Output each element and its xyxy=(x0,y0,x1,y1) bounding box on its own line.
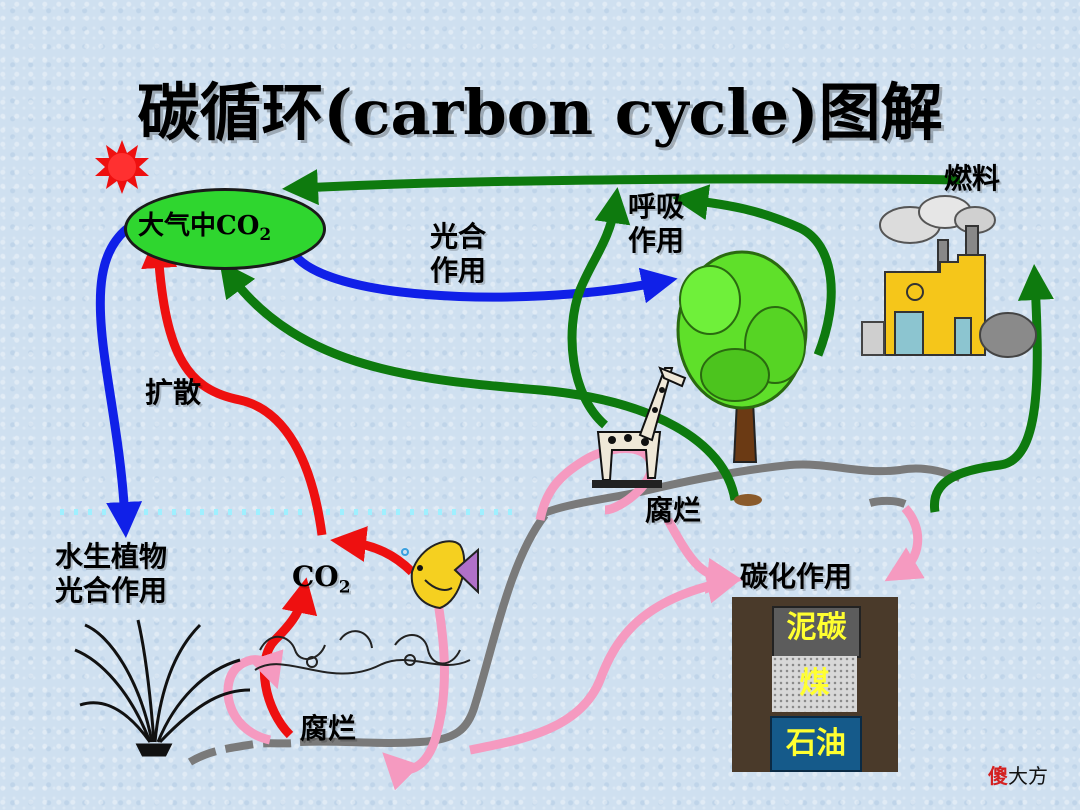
land-carbonization-arrow xyxy=(664,517,743,594)
decomposer-respiration-arrow xyxy=(219,260,740,501)
respiration-line1: 呼吸 xyxy=(628,190,685,223)
water-co2-text: CO xyxy=(292,560,339,593)
photosynthesis-arrow xyxy=(285,242,678,304)
sun-icon xyxy=(95,140,149,194)
seaweed-icon xyxy=(254,630,471,675)
aquatic-decay-co2-arrow xyxy=(259,577,318,739)
coal-box: 煤 xyxy=(772,656,857,712)
fish-icon xyxy=(401,540,479,610)
watermark: 傻大方 xyxy=(988,760,1048,789)
fossil-to-fuel-arrow xyxy=(929,264,1054,513)
diffusion-arrow xyxy=(141,232,327,536)
aquatic-line2: 光合作用 xyxy=(55,574,168,607)
atmosphere-ellipse xyxy=(124,188,326,270)
carbonization-label: 碳化作用 xyxy=(740,560,853,593)
aquatic-photosynthesis-arrow xyxy=(95,224,143,538)
land-ground-line xyxy=(538,460,962,519)
page-title: 碳循环(carbon cycle)图解 xyxy=(137,76,943,149)
peat-box: 泥碳 xyxy=(772,606,861,658)
plant-respiration-arrow xyxy=(672,184,836,357)
giraffe-icon xyxy=(592,366,687,488)
tree-carbonization-arrow xyxy=(884,504,925,582)
photosynthesis-label: 光合 作用 xyxy=(430,220,486,288)
aquatic-plant-icon xyxy=(74,619,251,757)
oil-box: 石油 xyxy=(770,716,862,772)
water-co2-subscript: 2 xyxy=(338,577,351,598)
lake-bed-line-2 xyxy=(187,738,301,766)
atmosphere-text: 大气中CO xyxy=(138,211,260,241)
watermark-part1: 傻 xyxy=(988,764,1008,788)
respiration-label: 呼吸 作用 xyxy=(628,190,684,258)
atmosphere-label: 大气中CO2 xyxy=(138,205,318,245)
fish-decay-arrow xyxy=(382,584,449,791)
water-co2-label: CO2 xyxy=(292,560,351,605)
aquatic-photosynthesis-label: 水生植物 光合作用 xyxy=(55,540,167,608)
water-decay-label: 腐烂 xyxy=(300,712,357,745)
photosynthesis-line2: 作用 xyxy=(430,254,487,287)
aquatic-line1: 水生植物 xyxy=(55,540,168,573)
fuel-emission-arrow xyxy=(282,169,961,206)
atmosphere-subscript: 2 xyxy=(259,225,272,246)
diffusion-label: 扩散 xyxy=(145,376,202,409)
plant-decay-arrow xyxy=(223,649,284,745)
fish-respiration-arrow xyxy=(330,526,416,576)
respiration-line2: 作用 xyxy=(628,224,685,257)
lake-bed-line xyxy=(299,512,549,747)
lake-carbonization-arrow xyxy=(469,568,743,755)
photosynthesis-line1: 光合 xyxy=(430,220,487,253)
watermark-part2: 大方 xyxy=(1008,764,1048,788)
fuel-label: 燃料 xyxy=(944,162,1001,195)
factory-icon xyxy=(861,195,1037,358)
ground-segment xyxy=(868,496,907,508)
tree-icon xyxy=(676,250,808,506)
land-decay-label: 腐烂 xyxy=(645,494,702,527)
